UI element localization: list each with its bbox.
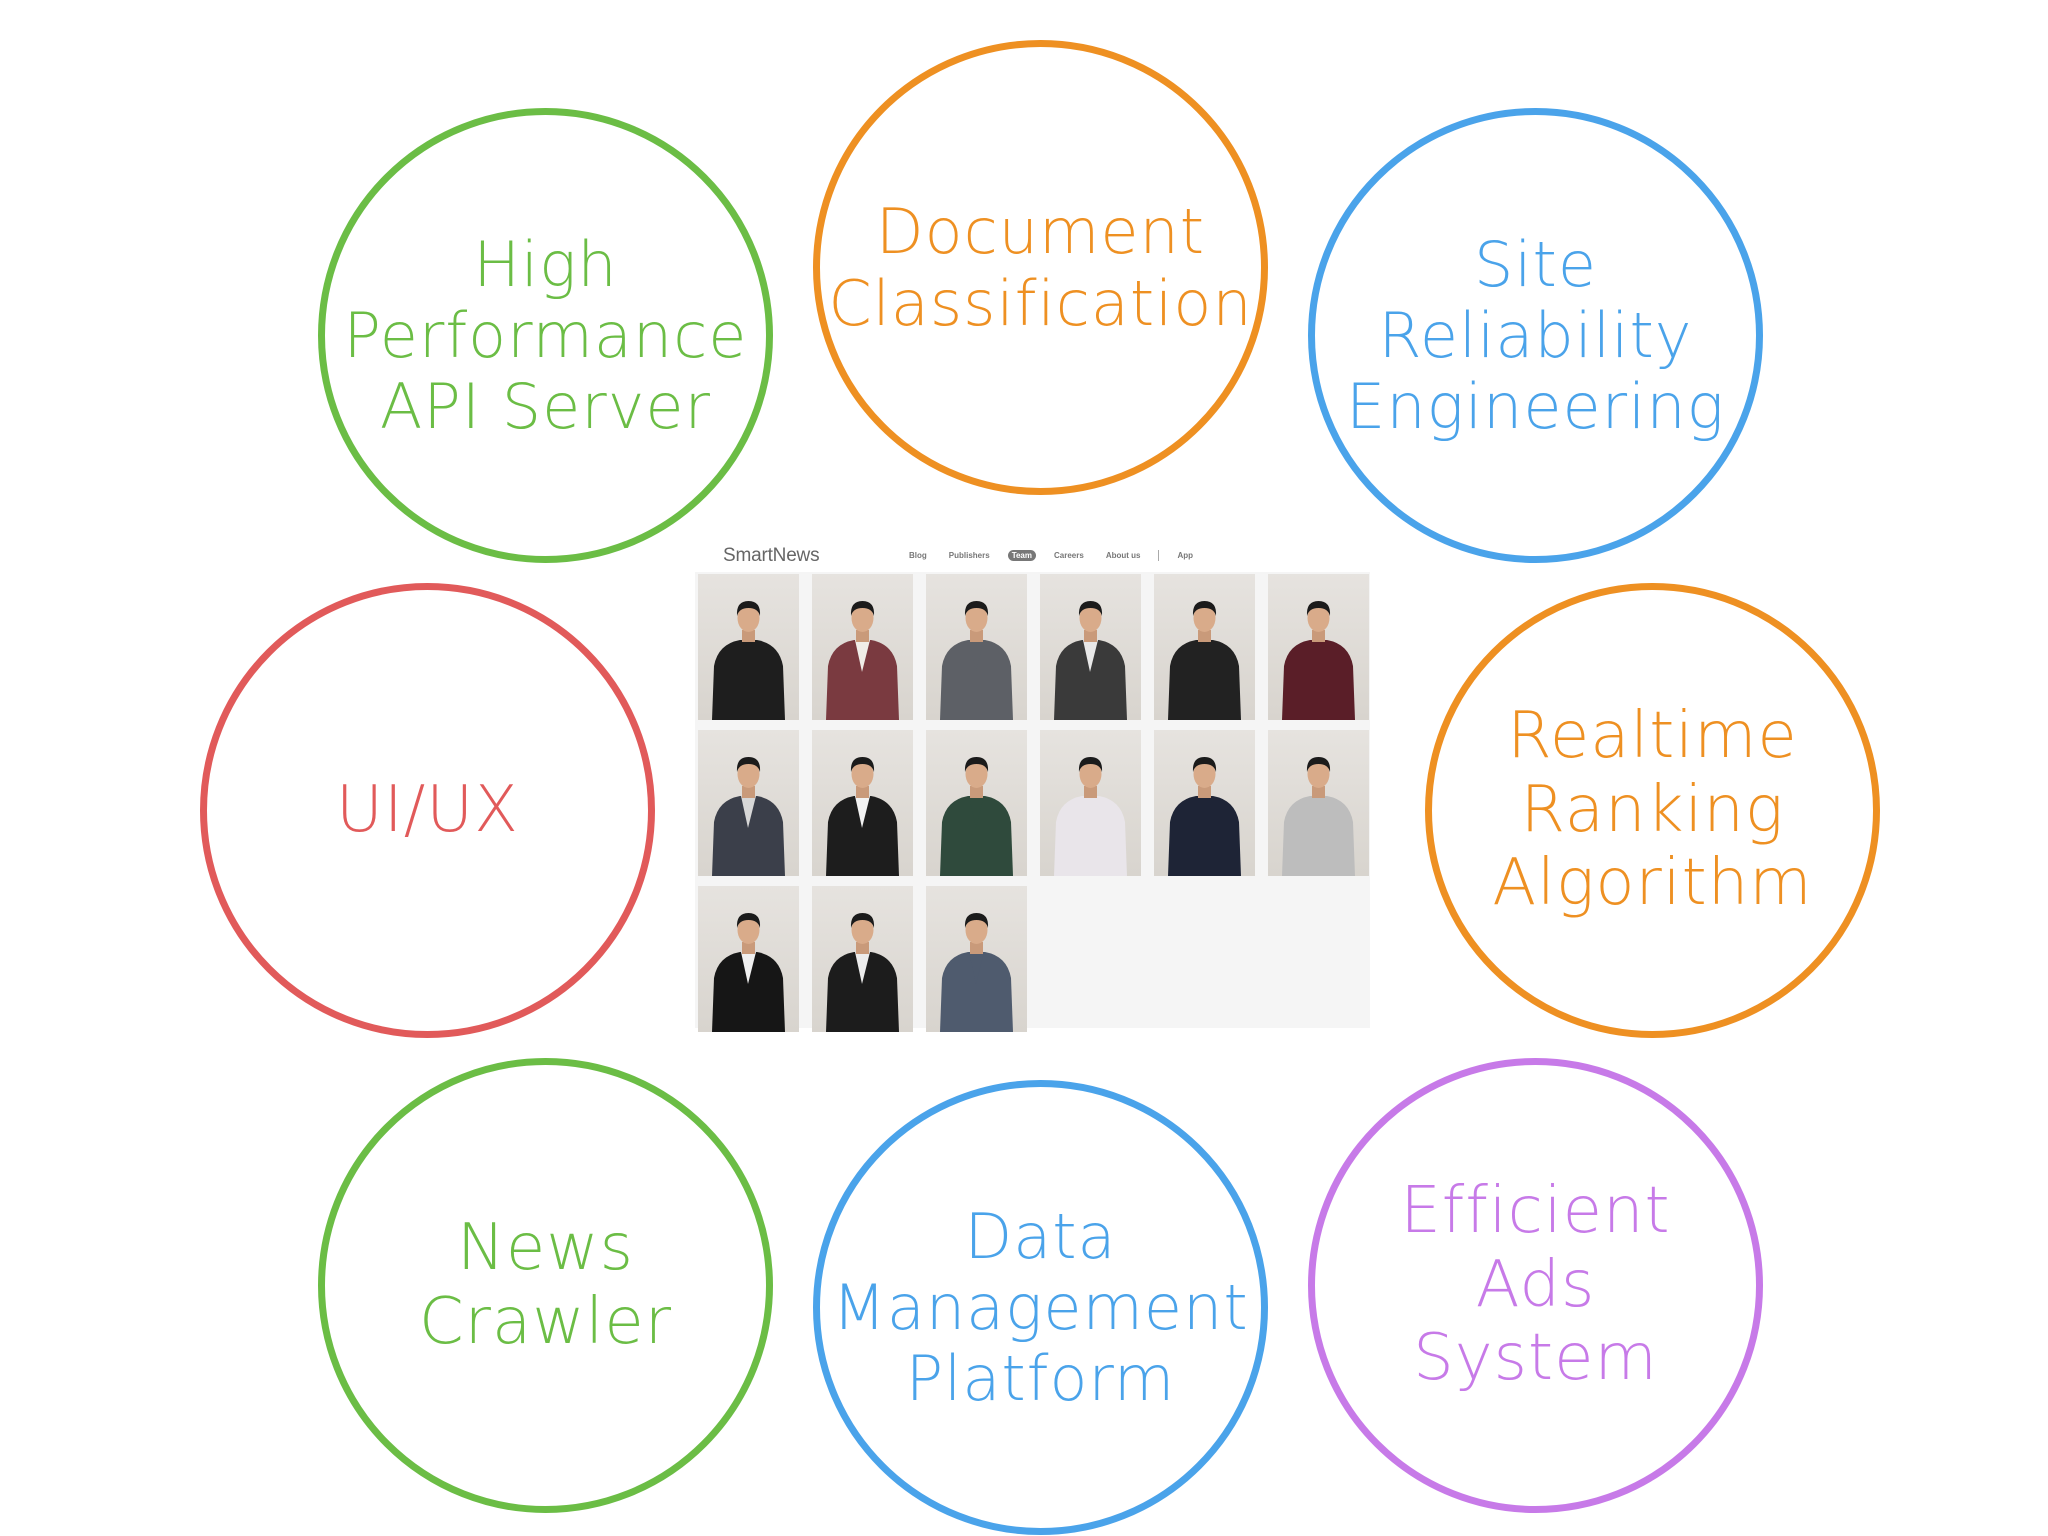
person-silhouette xyxy=(712,757,785,876)
person-silhouette xyxy=(1168,757,1241,876)
circle-label: News Crawler xyxy=(418,1210,673,1359)
circle-document-classification: Document Classification xyxy=(813,40,1268,495)
person-silhouette xyxy=(940,601,1013,720)
team-member-photo[interactable] xyxy=(812,730,913,876)
site-nav: Blog Publishers Team Careers About us Ap… xyxy=(905,550,1197,561)
person-silhouette xyxy=(826,913,899,1032)
circle-data-management-platform: Data Management Platform xyxy=(813,1080,1268,1535)
nav-about-us[interactable]: About us xyxy=(1105,551,1141,560)
person-silhouette xyxy=(712,601,785,720)
person-silhouette xyxy=(1168,601,1241,720)
circle-label: High Performance API Server xyxy=(343,227,748,444)
circle-label: Realtime Ranking Algorithm xyxy=(1492,699,1813,921)
circle-label: Efficient Ads System xyxy=(1400,1174,1671,1396)
team-member-photo[interactable] xyxy=(926,730,1027,876)
circle-high-performance-api-server: High Performance API Server xyxy=(318,108,773,563)
team-member-photo[interactable] xyxy=(812,574,913,720)
team-page-screenshot: SmartNews Blog Publishers Team Careers A… xyxy=(695,538,1370,1032)
circle-label: Data Management Platform xyxy=(832,1199,1249,1416)
person-silhouette xyxy=(712,913,785,1032)
site-header: SmartNews Blog Publishers Team Careers A… xyxy=(695,538,1370,572)
person-silhouette xyxy=(1282,757,1355,876)
site-logo: SmartNews xyxy=(723,545,820,566)
person-silhouette xyxy=(1054,757,1127,876)
team-member-photo[interactable] xyxy=(698,730,799,876)
person-silhouette xyxy=(826,601,899,720)
circle-news-crawler: News Crawler xyxy=(318,1058,773,1513)
team-member-photo[interactable] xyxy=(812,886,913,1032)
team-member-photo[interactable] xyxy=(1154,574,1255,720)
team-member-photo[interactable] xyxy=(698,886,799,1032)
team-member-photo[interactable] xyxy=(698,574,799,720)
circle-ui-ux: UI/UX xyxy=(200,583,655,1038)
team-member-photo[interactable] xyxy=(1268,730,1369,876)
circle-label: UI/UX xyxy=(336,772,519,847)
person-silhouette xyxy=(1054,601,1127,720)
nav-team[interactable]: Team xyxy=(1007,550,1036,561)
circle-efficient-ads-system: Efficient Ads System xyxy=(1308,1058,1763,1513)
circle-label: Document Classification xyxy=(828,195,1253,340)
circle-label: Site Reliability Engineering xyxy=(1346,227,1725,444)
nav-separator xyxy=(1158,550,1160,561)
person-silhouette xyxy=(940,913,1013,1032)
team-member-photo[interactable] xyxy=(1040,574,1141,720)
nav-blog[interactable]: Blog xyxy=(909,551,927,560)
nav-app[interactable]: App xyxy=(1177,551,1194,560)
person-silhouette xyxy=(826,757,899,876)
team-member-photo[interactable] xyxy=(926,574,1027,720)
circle-realtime-ranking-algorithm: Realtime Ranking Algorithm xyxy=(1425,583,1880,1038)
nav-publishers[interactable]: Publishers xyxy=(948,551,990,560)
circle-site-reliability-engineering: Site Reliability Engineering xyxy=(1308,108,1763,563)
team-member-photo[interactable] xyxy=(926,886,1027,1032)
nav-careers[interactable]: Careers xyxy=(1054,551,1084,560)
team-member-photo[interactable] xyxy=(1040,730,1141,876)
person-silhouette xyxy=(1282,601,1355,720)
team-member-photo[interactable] xyxy=(1268,574,1369,720)
person-silhouette xyxy=(940,757,1013,876)
team-member-photo[interactable] xyxy=(1154,730,1255,876)
